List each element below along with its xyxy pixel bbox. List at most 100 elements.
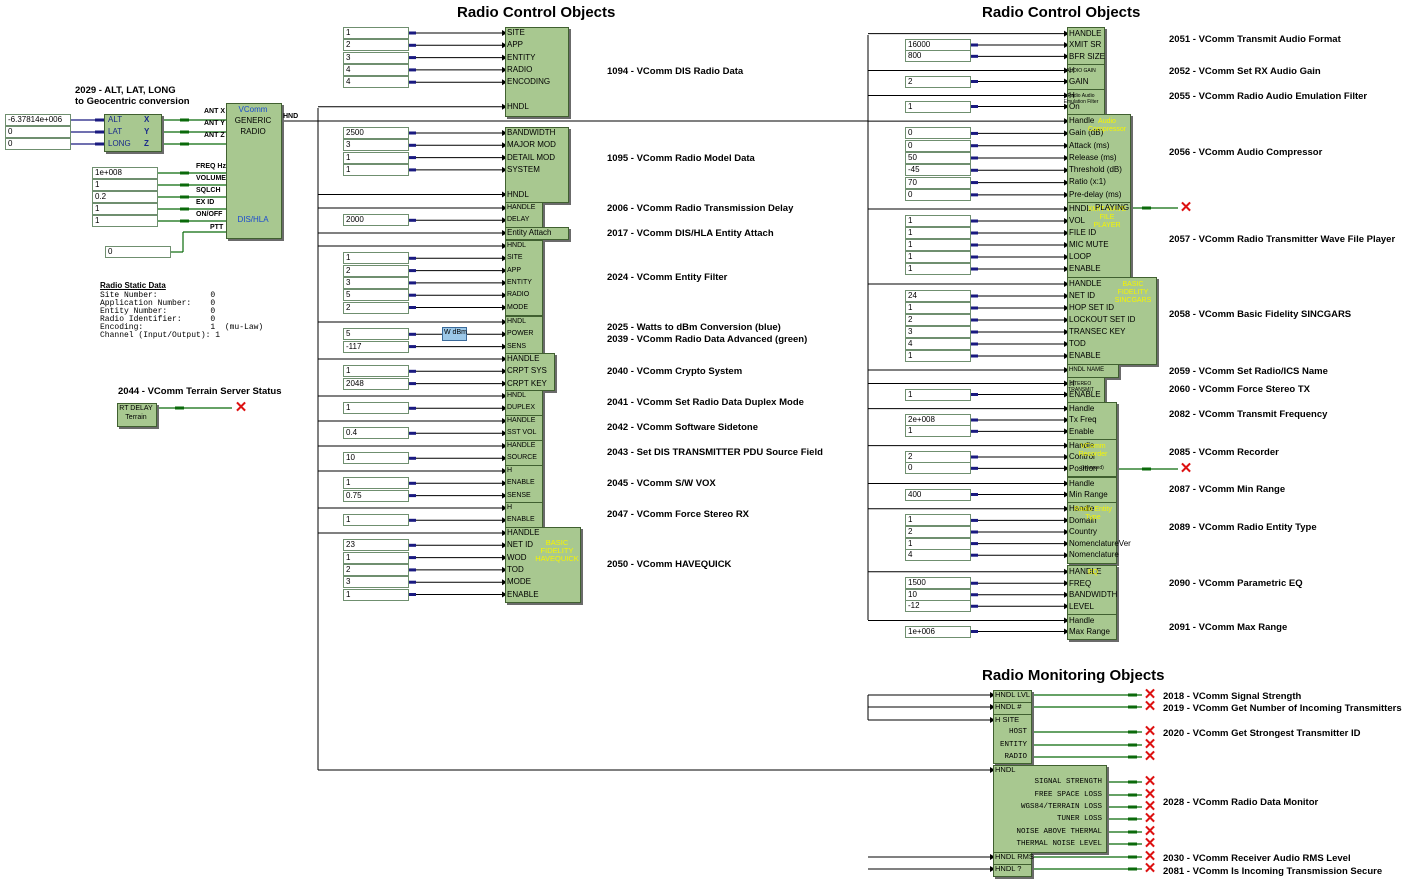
left-block-12-input-4[interactable]: 1: [343, 588, 409, 601]
left-block-5-input-1[interactable]: -117: [343, 340, 409, 353]
generic-input-1[interactable]: 1: [92, 179, 158, 191]
left-block-10[interactable]: [505, 465, 543, 503]
left-block-12-input-2[interactable]: 2: [343, 563, 409, 576]
left-block-4-input-0[interactable]: 1: [343, 252, 409, 265]
generic-input-4[interactable]: 1: [92, 215, 158, 227]
converter-input-1[interactable]: 0: [5, 126, 71, 138]
right-block-4-input-2[interactable]: 1: [905, 239, 971, 251]
right-block-7-input-0[interactable]: 1: [905, 388, 971, 401]
left-block-12-input-3[interactable]: 3: [343, 576, 409, 589]
left-block-2-input-0[interactable]: 2000: [343, 214, 409, 227]
right-block-8[interactable]: [1067, 402, 1117, 440]
generic-radio-block[interactable]: [226, 103, 282, 239]
left-block-0[interactable]: [505, 27, 569, 117]
right-block-3-input-2[interactable]: 50: [905, 152, 971, 164]
right-block-12[interactable]: [1067, 565, 1117, 615]
left-block-0-input-0[interactable]: 1: [343, 27, 409, 39]
right-block-4-input-3[interactable]: 1: [905, 251, 971, 263]
converter-input-2[interactable]: 0: [5, 138, 71, 150]
generic-input-2[interactable]: 0.2: [92, 191, 158, 203]
right-block-3[interactable]: [1067, 114, 1131, 204]
right-block-5-input-3[interactable]: 3: [905, 326, 971, 338]
left-block-12[interactable]: [505, 527, 581, 603]
left-block-4[interactable]: [505, 240, 543, 316]
right-block-13-input-0[interactable]: 1e+006: [905, 625, 971, 638]
right-block-0[interactable]: [1067, 27, 1105, 65]
left-block-8-input-0[interactable]: 0.4: [343, 427, 409, 440]
left-block-4-input-4[interactable]: 2: [343, 301, 409, 314]
left-block-0-input-2[interactable]: 3: [343, 51, 409, 64]
left-block-4-input-2[interactable]: 3: [343, 276, 409, 289]
right-block-3-input-4[interactable]: 70: [905, 176, 971, 189]
left-block-12-input-1[interactable]: 1: [343, 551, 409, 564]
right-block-5-input-2[interactable]: 2: [905, 314, 971, 326]
left-block-10-input-0[interactable]: 1: [343, 477, 409, 490]
left-block-1-input-2[interactable]: 1: [343, 151, 409, 164]
left-block-6-input-0[interactable]: 1: [343, 365, 409, 378]
left-block-8[interactable]: [505, 415, 543, 441]
right-block-0-input-1[interactable]: 800: [905, 50, 971, 63]
left-block-5[interactable]: [505, 316, 543, 354]
right-block-11-input-2[interactable]: 1: [905, 537, 971, 550]
left-block-1-input-0[interactable]: 2500: [343, 127, 409, 139]
right-block-3-input-3[interactable]: -45: [905, 164, 971, 177]
right-block-5-input-1[interactable]: 1: [905, 302, 971, 314]
right-block-13[interactable]: [1067, 614, 1117, 640]
right-block-11-input-3[interactable]: 4: [905, 549, 971, 562]
converter-input-0[interactable]: -6.37814e+006: [5, 114, 71, 126]
right-block-12-input-0[interactable]: 1500: [905, 577, 971, 590]
right-block-12-input-2[interactable]: -12: [905, 600, 971, 613]
right-block-5-input-4[interactable]: 4: [905, 338, 971, 350]
monitor-block-2[interactable]: [993, 714, 1032, 764]
right-block-8-input-1[interactable]: 1: [905, 425, 971, 438]
left-block-9-input-0[interactable]: 10: [343, 452, 409, 465]
generic-input-0[interactable]: 1e+008: [92, 167, 158, 179]
left-block-1-input-3[interactable]: 1: [343, 163, 409, 176]
monitor-block-3[interactable]: [993, 765, 1107, 853]
left-block-5-input-0[interactable]: 5: [343, 328, 409, 341]
left-block-11[interactable]: [505, 502, 543, 528]
converter-block[interactable]: [104, 114, 162, 152]
right-block-4-input-1[interactable]: 1: [905, 227, 971, 239]
left-block-4-input-3[interactable]: 5: [343, 289, 409, 302]
right-block-11[interactable]: [1067, 502, 1117, 564]
watts-dbm-block[interactable]: [442, 327, 467, 341]
left-block-0-input-3[interactable]: 4: [343, 63, 409, 76]
generic-input-5[interactable]: 0: [105, 246, 171, 258]
right-block-0-input-0[interactable]: 16000: [905, 39, 971, 51]
right-block-5-input-5[interactable]: 1: [905, 350, 971, 362]
right-block-5-input-0[interactable]: 24: [905, 290, 971, 302]
monitor-block-5[interactable]: [993, 864, 1032, 877]
right-block-4-input-0[interactable]: 1: [905, 215, 971, 227]
right-block-9-input-0[interactable]: 2: [905, 451, 971, 463]
right-block-3-input-0[interactable]: 0: [905, 127, 971, 140]
left-block-6[interactable]: [505, 353, 555, 391]
left-block-12-input-0[interactable]: 23: [343, 539, 409, 552]
right-block-4[interactable]: [1067, 202, 1131, 278]
left-block-4-input-1[interactable]: 2: [343, 264, 409, 277]
right-block-10-input-0[interactable]: 400: [905, 488, 971, 501]
terrain-block[interactable]: [117, 403, 157, 427]
right-block-11-input-1[interactable]: 2: [905, 526, 971, 538]
left-block-1[interactable]: [505, 127, 569, 203]
generic-input-3[interactable]: 1: [92, 203, 158, 215]
left-block-9[interactable]: [505, 440, 543, 466]
right-block-1-input-0[interactable]: 2: [905, 75, 971, 88]
left-block-10-input-1[interactable]: 0.75: [343, 489, 409, 502]
right-block-11-input-0[interactable]: 1: [905, 514, 971, 527]
left-block-7-input-0[interactable]: 1: [343, 402, 409, 415]
right-block-4-input-4[interactable]: 1: [905, 263, 971, 275]
left-block-0-input-4[interactable]: 4: [343, 76, 409, 89]
right-block-8-input-0[interactable]: 2e+008: [905, 414, 971, 426]
left-block-1-input-1[interactable]: 3: [343, 139, 409, 152]
left-block-0-input-1[interactable]: 2: [343, 39, 409, 52]
right-block-9-input-1[interactable]: 0: [905, 462, 971, 475]
left-block-6-input-1[interactable]: 2048: [343, 377, 409, 390]
right-block-2-input-0[interactable]: 1: [905, 100, 971, 113]
right-block-12-input-1[interactable]: 10: [905, 588, 971, 601]
left-block-3[interactable]: [505, 227, 569, 240]
right-block-3-input-1[interactable]: 0: [905, 139, 971, 152]
right-block-9[interactable]: [1067, 439, 1117, 477]
right-block-5[interactable]: [1067, 277, 1157, 365]
left-block-2[interactable]: [505, 202, 543, 228]
